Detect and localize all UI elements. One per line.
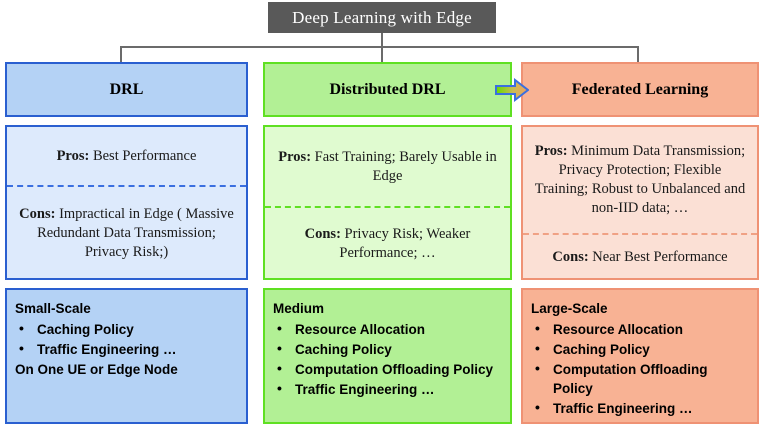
list-item: Caching Policy [15, 319, 238, 339]
cons-drl: Cons: Impractical in Edge ( Massive Redu… [7, 187, 246, 280]
scope-list-federated-learning: Resource Allocation Caching Policy Compu… [531, 319, 749, 418]
pros-label-federated-learning: Pros: [534, 143, 568, 159]
diagram-title-text: Deep Learning with Edge [292, 7, 472, 27]
list-item: Traffic Engineering … [273, 379, 502, 399]
cons-text-distributed-drl: Privacy Risk; Weaker Performance; … [339, 226, 471, 261]
list-item: Traffic Engineering … [15, 339, 238, 359]
list-item: Caching Policy [273, 339, 502, 359]
header-drl[interactable]: DRL [5, 62, 248, 117]
list-item: Resource Allocation [531, 319, 749, 339]
divider-federated-learning [523, 233, 757, 235]
pros-distributed-drl: Pros: Fast Training; Barely Usable in Ed… [265, 127, 510, 206]
list-item: Traffic Engineering … [531, 398, 749, 418]
cons-distributed-drl: Cons: Privacy Risk; Weaker Performance; … [265, 208, 510, 280]
proscons-distributed-drl: Pros: Fast Training; Barely Usable in Ed… [263, 125, 512, 280]
pros-text-distributed-drl: Fast Training; Barely Usable in Edge [311, 148, 497, 184]
cons-text-drl: Impractical in Edge ( Massive Redundant … [37, 206, 234, 260]
scope-list-drl: Caching Policy Traffic Engineering … [15, 319, 238, 359]
header-distributed-drl[interactable]: Distributed DRL [263, 62, 512, 117]
pros-drl: Pros: Best Performance [7, 127, 246, 185]
list-item: Computation Offloading Policy [273, 359, 502, 379]
header-drl-label: DRL [109, 80, 144, 98]
list-item: Caching Policy [531, 339, 749, 359]
cons-federated-learning: Cons: Near Best Performance [523, 235, 757, 280]
pros-text-federated-learning: Minimum Data Transmission; Privacy Prote… [534, 143, 746, 216]
pros-text-drl: Best Performance [89, 147, 197, 164]
column-federated-learning: Federated Learning Pros: Minimum Data Tr… [521, 62, 759, 424]
scope-federated-learning: Large-Scale Resource Allocation Caching … [521, 288, 759, 424]
cons-label-drl: Cons: [19, 206, 56, 222]
divider-drl [7, 185, 246, 187]
column-distributed-drl: Distributed DRL Pros: Fast Training; Bar… [263, 62, 512, 424]
header-federated-learning-label: Federated Learning [571, 80, 709, 98]
divider-distributed-drl [265, 206, 510, 208]
header-federated-learning[interactable]: Federated Learning [521, 62, 759, 117]
diagram-title: Deep Learning with Edge [268, 2, 496, 33]
connector-horizontal-bar [120, 46, 639, 48]
cons-label-federated-learning: Cons: [552, 249, 589, 265]
cons-label-distributed-drl: Cons: [304, 226, 341, 242]
connector-drop-middle [381, 46, 383, 63]
connector-stem-top [381, 33, 383, 47]
connector-drop-left [120, 46, 122, 63]
arrow-right-icon [495, 77, 530, 103]
scope-footer-drl: On One UE or Edge Node [15, 362, 178, 377]
list-item: Computation Offloading Policy [531, 359, 749, 398]
scope-title-distributed-drl: Medium [273, 301, 325, 316]
pros-label-drl: Pros: [56, 147, 90, 164]
scope-list-distributed-drl: Resource Allocation Caching Policy Compu… [273, 319, 502, 399]
scope-title-drl: Small-Scale [15, 301, 91, 316]
list-item: Resource Allocation [273, 319, 502, 339]
cons-text-federated-learning: Near Best Performance [588, 249, 728, 265]
proscons-federated-learning: Pros: Minimum Data Transmission; Privacy… [521, 125, 759, 280]
connector-drop-right [637, 46, 639, 63]
pros-label-distributed-drl: Pros: [278, 148, 312, 165]
scope-title-federated-learning: Large-Scale [531, 301, 608, 316]
scope-distributed-drl: Medium Resource Allocation Caching Polic… [263, 288, 512, 424]
header-distributed-drl-label: Distributed DRL [329, 80, 446, 98]
pros-federated-learning: Pros: Minimum Data Transmission; Privacy… [523, 127, 757, 233]
scope-drl: Small-Scale Caching Policy Traffic Engin… [5, 288, 248, 424]
column-drl: DRL Pros: Best Performance Cons: Impract… [5, 62, 248, 424]
proscons-drl: Pros: Best Performance Cons: Impractical… [5, 125, 248, 280]
